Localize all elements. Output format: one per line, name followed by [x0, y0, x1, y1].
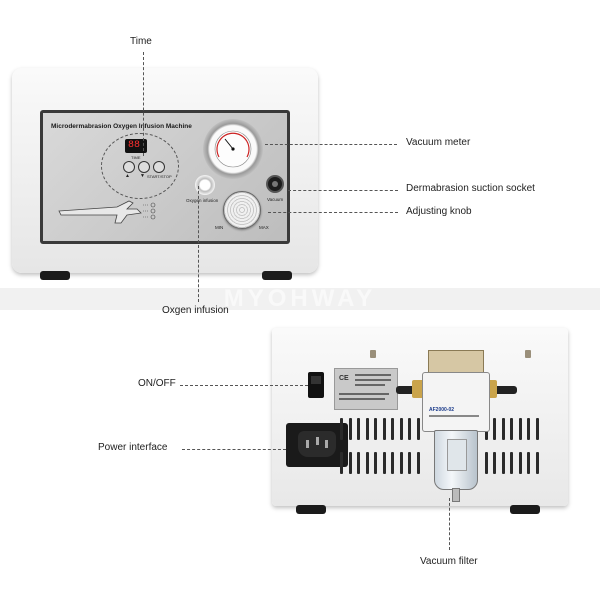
panel-title: Microdermabrasion Oxygen Infusion Machin… — [51, 123, 192, 130]
front-left-foot — [40, 271, 70, 280]
vent-slot — [416, 452, 420, 474]
callout-on-off: ON/OFF — [138, 378, 176, 389]
vacuum-filter-leader — [449, 498, 450, 550]
vent-slot — [518, 418, 522, 440]
vent-slot — [391, 418, 394, 440]
time-down-button[interactable] — [138, 161, 150, 173]
vent-slot — [501, 418, 505, 440]
vent-slot — [510, 418, 513, 440]
down-arrow-icon: ▼ — [140, 173, 145, 179]
vent-slot — [340, 418, 343, 440]
vacuum-filter: AF2000-02 — [422, 372, 490, 432]
vent-slot — [391, 452, 394, 474]
screw-icon — [370, 350, 376, 358]
knob-min-label: MIN — [215, 225, 224, 230]
spray-gun-icon — [58, 200, 156, 224]
vent-slot — [518, 452, 522, 474]
vacuum-gauge — [203, 119, 263, 179]
oxygen-leader — [198, 186, 199, 302]
time-highlight-circle — [101, 133, 179, 199]
back-left-foot — [296, 505, 326, 514]
up-arrow-icon: ▲ — [125, 173, 130, 179]
vent-slot — [527, 418, 530, 440]
on-off-leader — [180, 385, 308, 386]
vent-slot — [340, 452, 343, 474]
start-stop-button[interactable] — [153, 161, 165, 173]
socket-hole-icon — [272, 181, 278, 187]
time-display-digits: 88 — [128, 140, 141, 151]
watermark-band — [0, 288, 600, 310]
callout-adjusting-knob: Adjusting knob — [406, 206, 472, 217]
vent-slot — [399, 418, 403, 440]
time-display: 88 — [125, 139, 147, 153]
time-leader — [143, 52, 144, 156]
vent-slot — [348, 418, 352, 440]
vent-slot — [348, 452, 352, 474]
watermark: MYOHWAY — [223, 285, 377, 312]
time-label: TIME — [131, 155, 141, 160]
filter-fitting-left — [412, 380, 424, 398]
rating-label-sticker: CE — [334, 368, 398, 410]
callout-time: Time — [130, 36, 152, 47]
suction-socket-leader — [288, 190, 398, 191]
back-housing — [272, 328, 568, 506]
vent-slot — [357, 418, 360, 440]
filter-element-icon — [447, 439, 467, 471]
front-right-foot — [262, 271, 292, 280]
vent-slot — [408, 418, 411, 440]
knob-max-label: MAX — [259, 225, 269, 230]
vent-slot — [382, 418, 386, 440]
callout-oxygen-infusion: Oxgen infusion — [162, 305, 229, 316]
adjusting-knob-leader — [268, 212, 398, 213]
vacuum-label: Vacuum — [267, 197, 284, 202]
vent-slot — [535, 452, 539, 474]
time-up-button[interactable] — [123, 161, 135, 173]
back-machine: CE AF2000-02 — [272, 328, 568, 524]
vent-slot — [365, 418, 369, 440]
callout-power-interface: Power interface — [98, 442, 168, 453]
front-panel: Microdermabrasion Oxygen Infusion Machin… — [43, 113, 287, 241]
callout-vacuum-filter: Vacuum filter — [420, 556, 478, 567]
adjusting-knob[interactable] — [223, 191, 261, 229]
vent-slot — [493, 418, 496, 440]
filter-brand-label: AF2000-02 — [429, 407, 455, 413]
gauge-face-icon — [214, 130, 252, 168]
vent-slot — [357, 452, 360, 474]
vent-slot — [527, 452, 530, 474]
vent-slot — [501, 452, 505, 474]
vent-slot — [484, 452, 488, 474]
power-interface[interactable] — [286, 423, 348, 467]
power-socket-icon — [298, 431, 336, 457]
dermabrasion-suction-socket[interactable] — [266, 175, 284, 193]
callout-vacuum-meter: Vacuum meter — [406, 137, 471, 148]
vent-slot — [408, 452, 411, 474]
back-right-foot — [510, 505, 540, 514]
vent-slot — [535, 418, 539, 440]
vent-slot — [382, 452, 386, 474]
power-interface-leader — [182, 449, 286, 450]
oxygen-infusion-label: Oxygen infusion — [186, 198, 219, 203]
vent-slot — [416, 418, 420, 440]
start-stop-label: START/STOP — [147, 174, 172, 179]
vent-slot — [374, 452, 377, 474]
filter-bowl — [434, 430, 478, 490]
vacuum-meter-leader — [265, 144, 397, 145]
oxygen-infusion-outlet[interactable] — [195, 175, 215, 195]
vent-slot — [493, 452, 496, 474]
switch-rocker-icon — [311, 376, 321, 384]
vent-slot — [374, 418, 377, 440]
on-off-switch[interactable] — [308, 372, 324, 398]
ce-mark-icon: CE — [339, 375, 349, 382]
vent-slot — [399, 452, 403, 474]
vent-slot — [365, 452, 369, 474]
filter-pipe-right — [477, 386, 517, 394]
screw-icon — [525, 350, 531, 358]
callout-suction-socket: Dermabrasion suction socket — [406, 183, 535, 194]
filter-drain — [452, 488, 460, 502]
front-machine: Microdermabrasion Oxygen Infusion Machin… — [12, 68, 318, 280]
vent-slot — [510, 452, 513, 474]
